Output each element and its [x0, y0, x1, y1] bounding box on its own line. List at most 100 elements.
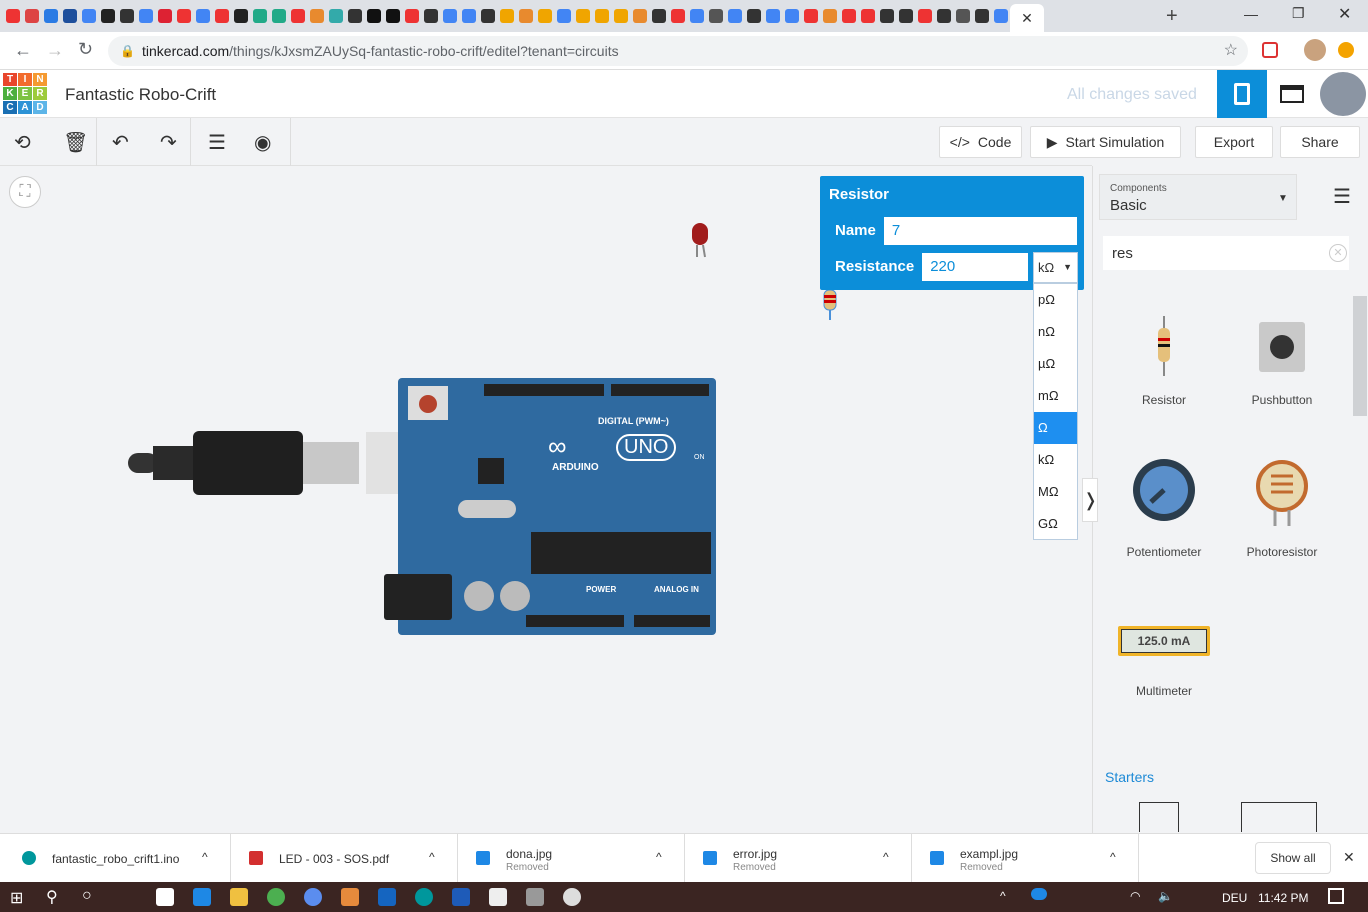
- pinned-tab-favicon-icon[interactable]: [63, 9, 77, 23]
- component-list-view-button[interactable]: [1280, 85, 1304, 103]
- pinned-tab-favicon-icon[interactable]: [728, 9, 742, 23]
- close-window-button[interactable]: ✕: [1338, 6, 1352, 23]
- chrome-icon[interactable]: [267, 888, 285, 906]
- app-icon[interactable]: [452, 888, 470, 906]
- pinned-tab-favicon-icon[interactable]: [500, 9, 514, 23]
- pinned-tab-favicon-icon[interactable]: [101, 9, 115, 23]
- pinned-tab-favicon-icon[interactable]: [177, 9, 191, 23]
- visibility-icon[interactable]: ◉: [254, 132, 272, 154]
- pinned-tab-favicon-icon[interactable]: [557, 9, 571, 23]
- pinned-tab-favicon-icon[interactable]: [614, 9, 628, 23]
- pinned-tab-favicon-icon[interactable]: [956, 9, 970, 23]
- close-tab-icon[interactable]: ✕: [1021, 9, 1033, 26]
- component-photoresistor[interactable]: Photoresistor: [1223, 458, 1341, 559]
- download-options-chevron-icon[interactable]: ^: [202, 850, 208, 864]
- resistance-field[interactable]: Resistance 220: [826, 252, 1029, 282]
- circuit-view-button[interactable]: [1217, 70, 1267, 118]
- pinned-tab-favicon-icon[interactable]: [880, 9, 894, 23]
- maximize-button[interactable]: ❐: [1292, 5, 1305, 21]
- explorer-icon[interactable]: [230, 888, 248, 906]
- unit-option[interactable]: µΩ: [1038, 356, 1056, 371]
- unit-select[interactable]: kΩ▼: [1033, 252, 1078, 283]
- unit-option[interactable]: MΩ: [1038, 484, 1059, 499]
- export-button[interactable]: Export: [1195, 126, 1273, 158]
- unit-option[interactable]: GΩ: [1038, 516, 1058, 531]
- arduino-icon[interactable]: [415, 888, 433, 906]
- name-input[interactable]: 7: [891, 222, 901, 239]
- pinned-tab-favicon-icon[interactable]: [82, 9, 96, 23]
- fit-view-icon[interactable]: ⛶: [9, 176, 41, 208]
- show-all-button[interactable]: Show all: [1255, 842, 1331, 874]
- close-downloads-icon[interactable]: ✕: [1343, 849, 1355, 865]
- pinned-tab-favicon-icon[interactable]: [804, 9, 818, 23]
- pinned-tab-favicon-icon[interactable]: [25, 9, 39, 23]
- active-tab[interactable]: ✕: [1010, 4, 1044, 32]
- volume-icon[interactable]: 🔈: [1158, 889, 1173, 903]
- pinned-tab-favicon-icon[interactable]: [861, 9, 875, 23]
- pinned-tab-favicon-icon[interactable]: [709, 9, 723, 23]
- pinned-tab-favicon-icon[interactable]: [975, 9, 989, 23]
- component-potentiometer[interactable]: Potentiometer: [1105, 458, 1223, 559]
- pinned-tab-favicon-icon[interactable]: [918, 9, 932, 23]
- store-icon[interactable]: [156, 888, 174, 906]
- pinned-tab-favicon-icon[interactable]: [196, 9, 210, 23]
- download-options-chevron-icon[interactable]: ^: [883, 850, 889, 864]
- pinned-tab-favicon-icon[interactable]: [899, 9, 913, 23]
- starter-thumbnail[interactable]: [1139, 802, 1179, 832]
- reset-button[interactable]: [408, 386, 448, 420]
- tray-chevron-icon[interactable]: ^: [1000, 889, 1006, 903]
- pinned-tab-favicon-icon[interactable]: [272, 9, 286, 23]
- wifi-icon[interactable]: ◠: [1130, 889, 1141, 903]
- back-icon[interactable]: ←: [14, 40, 32, 60]
- user-avatar[interactable]: [1320, 72, 1366, 116]
- pinned-tab-favicon-icon[interactable]: [253, 9, 267, 23]
- scrollbar[interactable]: [1353, 296, 1367, 416]
- starter-thumbnail[interactable]: [1241, 802, 1317, 832]
- pinned-tab-favicon-icon[interactable]: [690, 9, 704, 23]
- component-pushbutton[interactable]: Pushbutton: [1223, 316, 1341, 407]
- start-simulation-button[interactable]: ▶Start Simulation: [1030, 126, 1181, 158]
- pinned-tab-favicon-icon[interactable]: [576, 9, 590, 23]
- pinned-tab-favicon-icon[interactable]: [348, 9, 362, 23]
- clock[interactable]: 11:42 PM: [1258, 891, 1309, 905]
- pinned-tab-favicon-icon[interactable]: [386, 9, 400, 23]
- download-options-chevron-icon[interactable]: ^: [1110, 850, 1116, 864]
- photos-icon[interactable]: [489, 888, 507, 906]
- profile-avatar[interactable]: [1304, 39, 1326, 61]
- pinned-tab-favicon-icon[interactable]: [367, 9, 381, 23]
- resistor-component[interactable]: [822, 288, 838, 322]
- reload-icon[interactable]: ↻: [78, 39, 94, 59]
- app-icon[interactable]: [563, 888, 581, 906]
- pinned-tab-favicon-icon[interactable]: [120, 9, 134, 23]
- collapse-panel-chevron-icon[interactable]: ❭: [1082, 478, 1098, 522]
- pinned-tab-favicon-icon[interactable]: [747, 9, 761, 23]
- pinned-tab-favicon-icon[interactable]: [158, 9, 172, 23]
- share-button[interactable]: Share: [1280, 126, 1360, 158]
- pinned-tab-favicon-icon[interactable]: [671, 9, 685, 23]
- forward-icon[interactable]: →: [46, 40, 64, 60]
- circuit-canvas[interactable]: ⛶ DIGITAL (PWM~) ∞ UNO ARDUINO ON POWER …: [0, 166, 1092, 833]
- download-options-chevron-icon[interactable]: ^: [429, 850, 435, 864]
- pinned-tab-favicon-icon[interactable]: [937, 9, 951, 23]
- unit-option[interactable]: Ω: [1034, 412, 1077, 444]
- url-input[interactable]: 🔒 tinkercad.com/things/kJxsmZAUySq-fanta…: [108, 36, 1248, 66]
- cortana-icon[interactable]: ○: [82, 887, 92, 904]
- pinned-tab-favicon-icon[interactable]: [519, 9, 533, 23]
- pinned-tab-favicon-icon[interactable]: [823, 9, 837, 23]
- pinned-tab-favicon-icon[interactable]: [633, 9, 647, 23]
- pinned-tab-favicon-icon[interactable]: [652, 9, 666, 23]
- pinned-tab-favicon-icon[interactable]: [139, 9, 153, 23]
- pinned-tab-favicon-icon[interactable]: [595, 9, 609, 23]
- clear-search-icon[interactable]: ✕: [1329, 244, 1347, 262]
- pinned-tabs[interactable]: [6, 9, 1008, 23]
- pinned-tab-favicon-icon[interactable]: [44, 9, 58, 23]
- delete-icon[interactable]: 🗑: [63, 132, 89, 154]
- pinned-tab-favicon-icon[interactable]: [994, 9, 1008, 23]
- download-options-chevron-icon[interactable]: ^: [656, 850, 662, 864]
- name-field[interactable]: Name 7: [826, 216, 1078, 246]
- pinned-tab-favicon-icon[interactable]: [329, 9, 343, 23]
- resistance-input[interactable]: 220: [930, 258, 956, 275]
